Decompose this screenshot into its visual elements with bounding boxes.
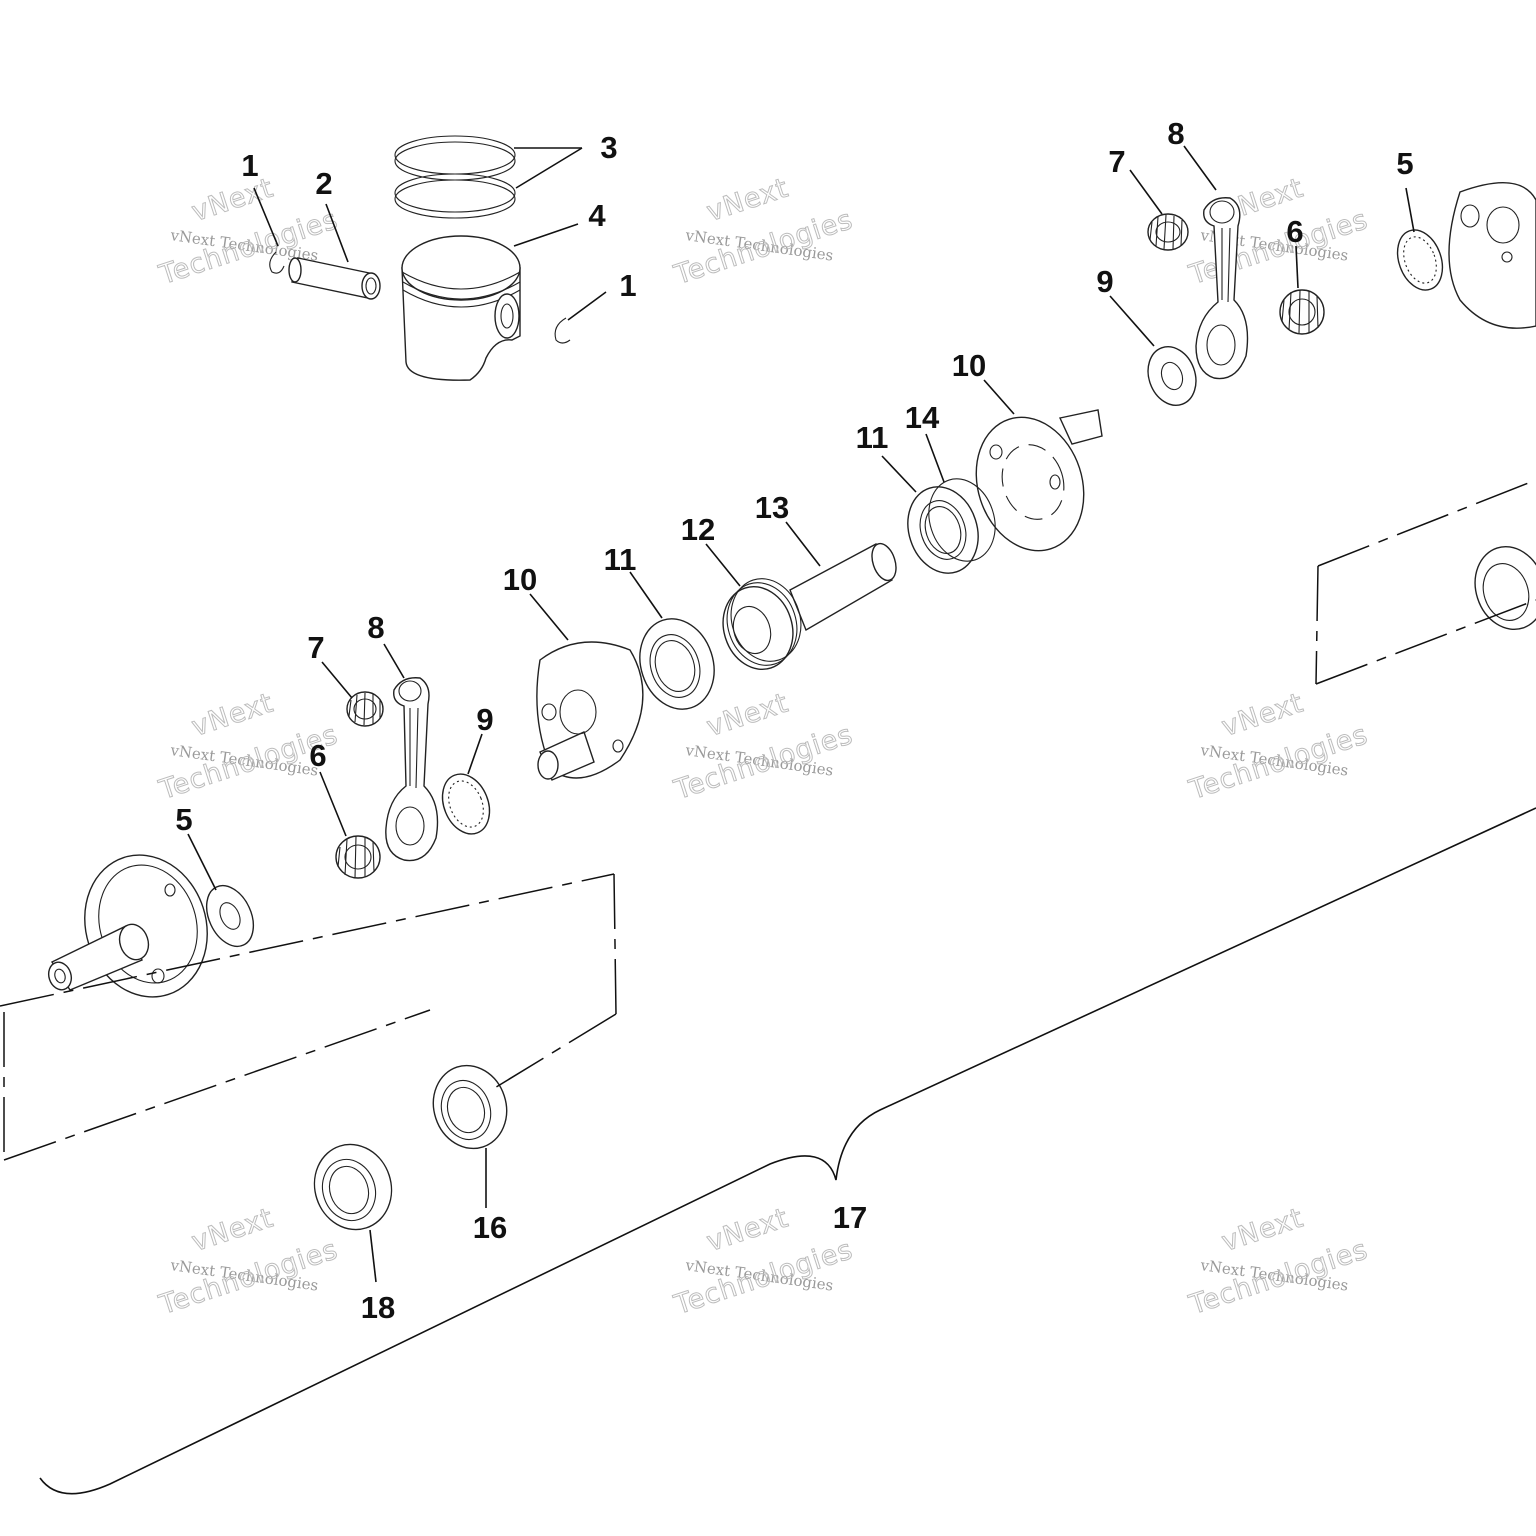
callout-6: 6 [309,738,326,773]
assembly-bracket-17 [39,807,1536,1495]
connecting-rod-lower [385,677,439,862]
thrust-washer-upper-9 [1147,346,1197,406]
watermark: vNext Technologies vNext Technologies [669,172,857,292]
bearing-11-upper [907,486,979,574]
crank-web-lower-10 [536,641,644,781]
thrust-washer-lower-9 [441,773,491,835]
spacer-14 [928,478,996,562]
bearing-right-edge [1474,545,1536,631]
needle-bearing-small-upper [1147,213,1189,251]
watermark: vNext Technologies vNext Technologies [1184,687,1372,807]
needle-bearing-large-lower [335,835,381,879]
callout-7: 7 [1108,144,1125,179]
watermark-big-text-1: vNext [703,687,792,742]
leader-lines [187,145,1415,1283]
crank-web-upper-10 [975,409,1103,552]
needle-bearing-small-lower [346,691,384,727]
watermark-big-text-1: vNext [188,1202,277,1257]
watermark: vNext Technologies vNext Technologies [154,1202,342,1322]
flywheel-lower-left [47,854,208,998]
callout-13: 13 [755,490,789,525]
callout-10: 10 [503,562,537,597]
callout-14: 14 [905,400,940,435]
flywheel-upper-right [1448,182,1536,329]
assembly-outline-right [1315,479,1536,685]
callout-5: 5 [1396,146,1413,181]
assembly-outline-left [0,873,617,1161]
needle-bearing-large-upper [1279,289,1325,335]
callout-4: 4 [588,198,606,233]
thrust-washer-upper-5 [1396,229,1444,291]
watermark-big-text-1: vNext [703,1202,792,1257]
callout-10: 10 [952,348,986,383]
watermark: vNext Technologies vNext Technologies [669,1202,857,1322]
callout-7: 7 [307,630,324,665]
callout-2: 2 [315,166,332,201]
watermark-big-text-1: vNext [703,172,792,227]
wrist-pin [288,257,381,300]
callout-8: 8 [1167,116,1184,151]
callout-17: 17 [833,1200,867,1235]
callout-11: 11 [604,542,637,577]
circlip-right [554,317,571,344]
bearing-18 [313,1143,393,1231]
callout-9: 9 [1096,264,1113,299]
seal-ring-12 [722,578,802,671]
callout-8: 8 [367,610,384,645]
bearing-11-lower [639,618,715,710]
watermark-big-text-1: vNext [188,172,277,227]
watermark-big-text-1: vNext [1218,687,1307,742]
callout-18: 18 [361,1290,395,1325]
callout-5: 5 [175,802,192,837]
callout-16: 16 [473,1210,507,1245]
connecting-rod-upper [1195,197,1249,380]
circlip-left [269,251,285,274]
callout-6: 6 [1286,214,1303,249]
callout-1: 1 [241,148,258,183]
callout-9: 9 [476,702,493,737]
thrust-washer-lower-5 [205,884,255,948]
callout-11: 11 [856,420,889,455]
watermark-big-text-1: vNext [188,687,277,742]
shaft-13 [789,542,897,632]
watermark: vNext Technologies vNext Technologies [1184,1202,1372,1322]
callout-12: 12 [681,512,715,547]
watermark-big-text-1: vNext [1218,1202,1307,1257]
piston [401,235,521,381]
callout-1: 1 [619,268,636,303]
piston-ring-set [394,135,516,219]
callouts: 1 2 3 4 1 7 8 5 6 9 10 14 11 13 12 11 10… [175,116,1413,1325]
bearing-16 [432,1064,508,1150]
watermark: vNext Technologies vNext Technologies [1184,172,1372,292]
callout-3: 3 [600,130,617,165]
